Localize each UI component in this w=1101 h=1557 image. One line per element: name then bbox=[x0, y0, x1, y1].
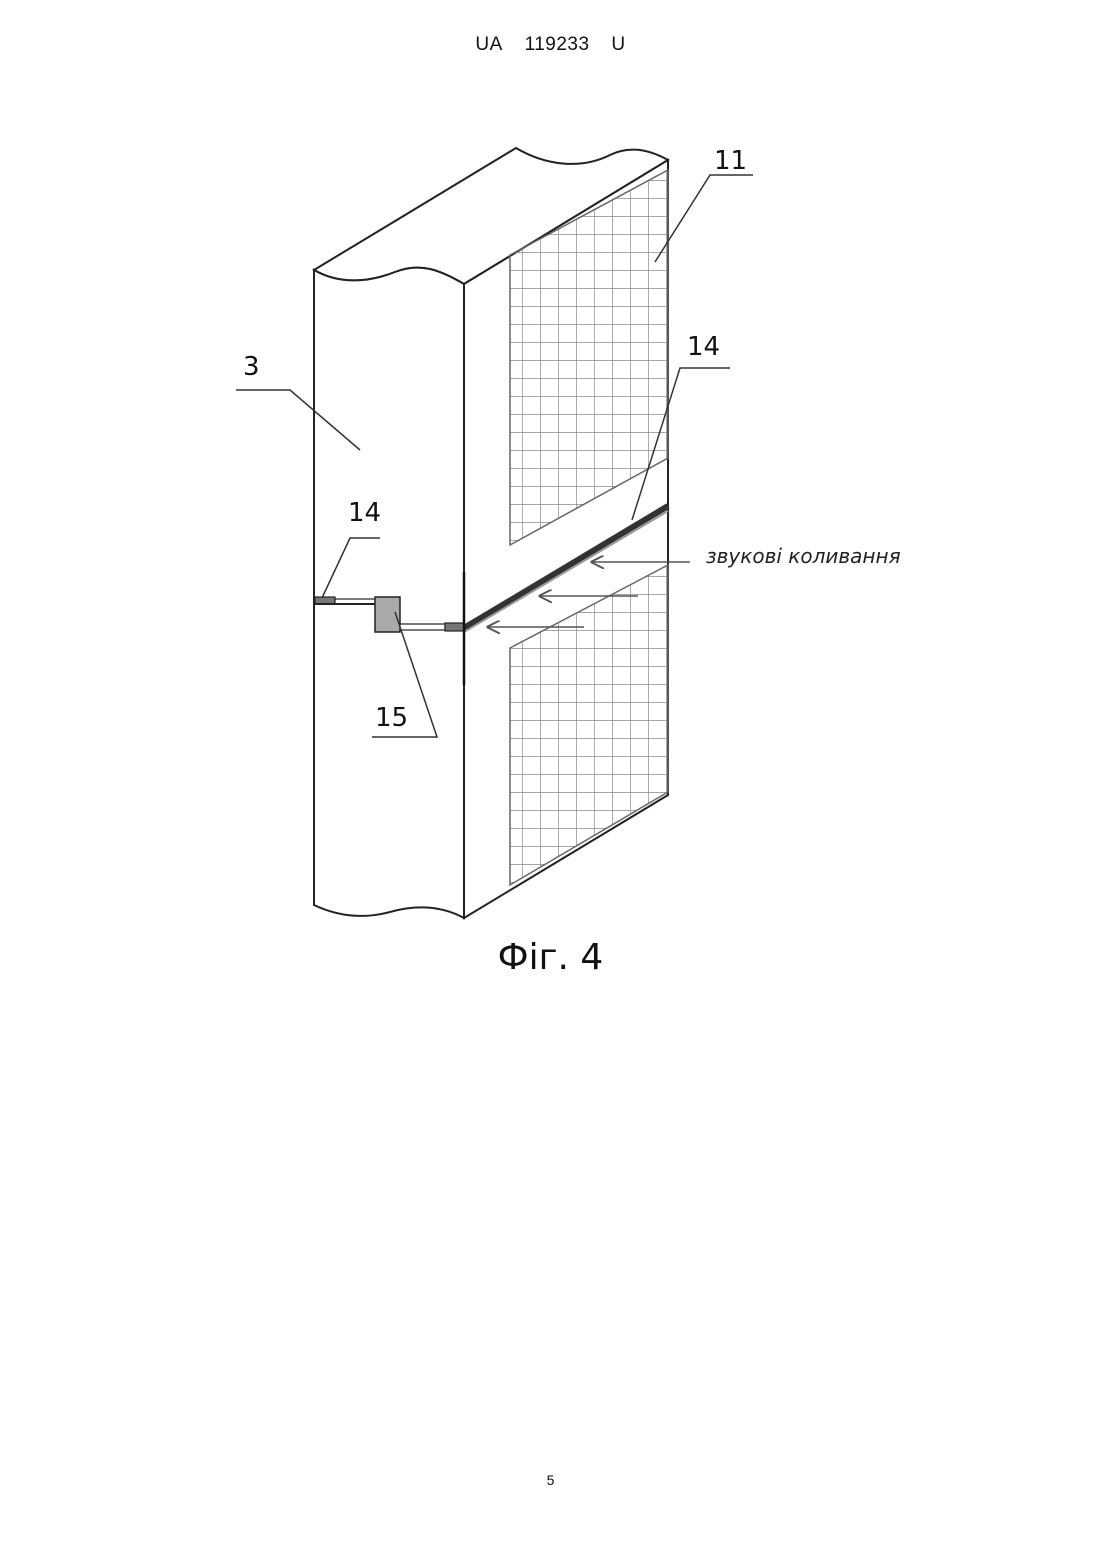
technical-drawing bbox=[0, 0, 1101, 1000]
figure-caption: Фіг. 4 bbox=[0, 937, 1101, 978]
label-strip-right: 14 bbox=[687, 332, 720, 362]
page-number: 5 bbox=[0, 1472, 1101, 1488]
seam-front-gap-right bbox=[400, 624, 445, 630]
leader-line-11 bbox=[655, 175, 753, 262]
wall-front-face bbox=[314, 268, 464, 918]
label-wall: 3 bbox=[243, 352, 260, 382]
label-grid: 11 bbox=[714, 146, 747, 176]
seam-front-left-strip bbox=[315, 597, 335, 604]
sound-annotation: звукові коливання bbox=[706, 544, 901, 568]
label-insert: 15 bbox=[375, 703, 408, 733]
label-strip-left: 14 bbox=[348, 498, 381, 528]
seam-front-right-strip bbox=[445, 623, 464, 631]
